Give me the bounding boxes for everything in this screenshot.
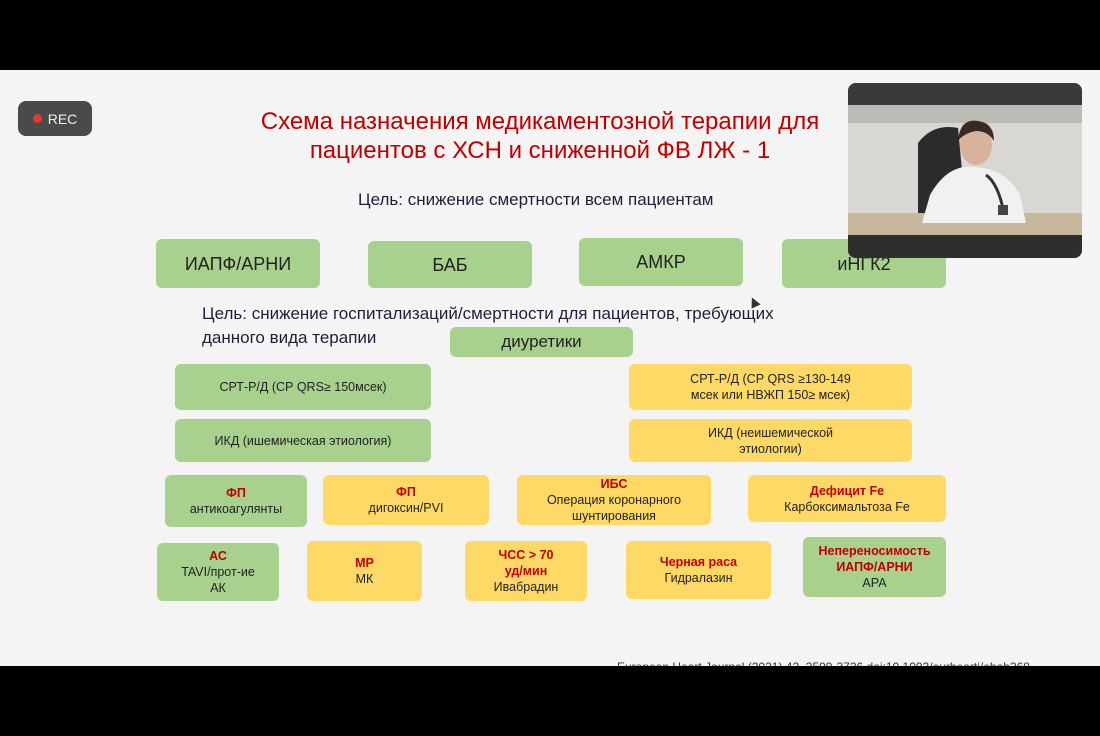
drug-box-amkr: АМКР xyxy=(579,238,743,286)
box-heading: ФП xyxy=(396,485,416,499)
icd-text-line: ИКД (неишемической xyxy=(707,425,834,440)
aortic-stenosis-box: АС TAVI/прот-ие АК xyxy=(157,543,279,601)
box-heading: ЧСС > 70 xyxy=(498,548,554,562)
black-race-box: Черная раса Гидралазин xyxy=(626,541,771,599)
goal-mortality: Цель: снижение смертности всем пациентам xyxy=(358,190,714,209)
box-heading: ИБС xyxy=(600,477,628,491)
box-text: МК xyxy=(355,572,374,586)
goal-line: Цель: снижение госпитализаций/смертности… xyxy=(202,304,774,323)
box-text: Гидралазин xyxy=(664,571,733,585)
recording-indicator[interactable]: REC xyxy=(18,101,92,136)
crt-box-green: СРТ-Р/Д (СР QRS≥ 150мсек) xyxy=(175,364,431,410)
box-text: Карбоксимальтоза Fe xyxy=(784,499,910,514)
box-heading: МР xyxy=(355,556,374,570)
heart-rate-box: ЧСС > 70 уд/мин Ивабрадин xyxy=(465,541,587,601)
icd-text-line: этиологии) xyxy=(739,441,802,456)
slide-title-line: Схема назначения медикаментозной терапии… xyxy=(260,108,820,135)
box-text: АК xyxy=(210,581,226,595)
crt-box-yellow: СРТ-Р/Д (СР QRS ≥130-149 мсек или НВЖП 1… xyxy=(629,364,912,410)
drug-box-iapf: ИАПФ/АРНИ xyxy=(156,239,320,288)
box-heading: Непереносимость xyxy=(818,544,931,558)
goal-line: данного вида терапии xyxy=(202,328,377,347)
af-anticoagulants-box: ФП антикоагулянты xyxy=(165,475,307,527)
citation-footer: European Heart Journal (2021) 42, 3599-3… xyxy=(617,657,1087,666)
box-heading: АС xyxy=(209,549,227,563)
presenter-video-feed[interactable] xyxy=(848,83,1082,258)
intolerance-box: Непереносимость ИАПФ/АРНИ АРА xyxy=(803,537,946,597)
box-heading: уд/мин xyxy=(504,564,548,578)
crt-text-line: мсек или НВЖП 150≥ мсек) xyxy=(690,388,851,402)
box-heading: Черная раса xyxy=(659,555,738,569)
crt-text-line: СРТ-Р/Д (СР QRS ≥130-149 xyxy=(690,372,851,386)
recording-label: REC xyxy=(47,110,78,127)
box-heading: ФП xyxy=(226,486,246,500)
box-text: Операция коронарного xyxy=(546,493,682,507)
record-dot-icon xyxy=(32,114,42,123)
slide-title: Схема назначения медикаментозной терапии… xyxy=(230,107,850,165)
drug-box-bab: БАБ xyxy=(368,241,532,288)
box-text: дигоксин/PVI xyxy=(368,501,444,515)
iron-deficiency-box: Дефицит Fe Карбоксимальтоза Fe xyxy=(748,475,946,522)
diuretics-box: диуретики xyxy=(450,327,633,357)
slide-title-line: пациентов с ХСН и сниженной ФВ ЛЖ - 1 xyxy=(309,137,771,164)
box-text: шунтирования xyxy=(572,509,656,523)
box-text: TAVI/прот-ие xyxy=(181,565,255,579)
af-digoxin-box: ФП дигоксин/PVI xyxy=(323,475,489,525)
icd-box-yellow: ИКД (неишемической этиологии) xyxy=(629,419,912,462)
box-text: АРА xyxy=(862,576,887,590)
ihd-cabg-box: ИБС Операция коронарного шунтирования xyxy=(517,475,711,525)
icd-box-green: ИКД (ишемическая этиология) xyxy=(175,419,431,462)
mitral-regurgitation-box: МР МК xyxy=(307,541,422,601)
box-text: Ивабрадин xyxy=(493,580,559,594)
presenter-video-image xyxy=(848,83,1082,258)
box-text: антикоагулянты xyxy=(189,502,283,516)
box-heading: Дефицит Fe xyxy=(809,483,885,498)
goal-hospitalization: Цель: снижение госпитализаций/смертности… xyxy=(202,302,862,350)
box-heading: ИАПФ/АРНИ xyxy=(836,560,913,574)
